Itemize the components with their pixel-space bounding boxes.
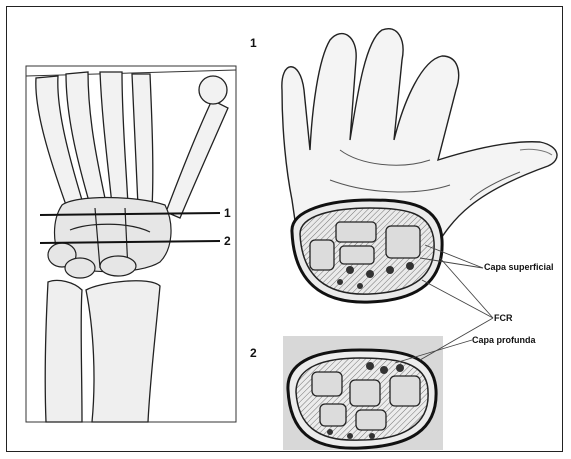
forearm-bones: [45, 280, 160, 422]
callout-fcr: FCR: [494, 313, 513, 323]
callout-capa-profunda: Capa profunda: [472, 335, 536, 345]
hand-figure-number: 1: [250, 36, 257, 50]
callout-capa-superficial: Capa superficial: [484, 262, 554, 272]
cross-section-1: [292, 200, 442, 302]
cross-section-2: [283, 336, 443, 450]
cut-line-2-label: 2: [224, 234, 231, 248]
wrist-bones-panel: [26, 66, 236, 422]
cut-line-1-label: 1: [224, 206, 231, 220]
metacarpal-bones: [36, 72, 228, 218]
carpal-bones: [48, 198, 171, 279]
section-figure-number: 2: [250, 346, 257, 360]
